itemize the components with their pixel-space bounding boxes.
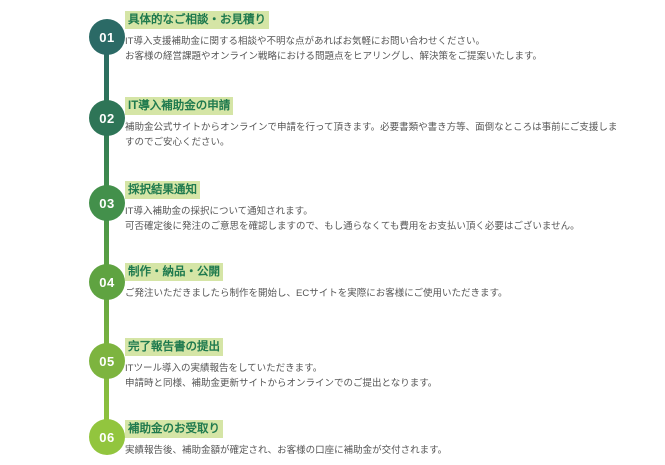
step-circle-02: 02 xyxy=(89,100,125,136)
description-line: 可否確定後に発注のご意思を確認しますので、もし通らなくても費用をお支払い頂く必要… xyxy=(125,221,580,233)
step-title: 具体的なご相談・お見積り xyxy=(125,11,269,30)
step-content-06: 補助金のお受取り 実績報告後、補助金額が確定され、お客様の口座に補助金が交付され… xyxy=(125,419,623,458)
description-line: ITツール導入の実績報告をしていただきます。 xyxy=(125,363,323,375)
step-circle-05: 05 xyxy=(89,343,125,379)
step-number: 01 xyxy=(99,29,115,45)
step-description: 実績報告後、補助金額が確定され、お客様の口座に補助金が交付されます。 xyxy=(125,443,623,458)
step-title: 採択結果通知 xyxy=(125,181,200,200)
description-line: IT導入補助金の採択について通知されます。 xyxy=(125,206,313,218)
step-description: ご発注いただきましたら制作を開始し、ECサイトを実際にお客様にご使用いただきます… xyxy=(125,286,623,301)
description-line: 実績報告後、補助金額が確定され、お客様の口座に補助金が交付されます。 xyxy=(125,445,448,457)
step-title: IT導入補助金の申請 xyxy=(125,97,234,116)
step-description: IT導入補助金の採択について通知されます。 可否確定後に発注のご意思を確認します… xyxy=(125,204,623,234)
description-line: 補助金公式サイトからオンラインで申請を行って頂きます。必要書類や書き方等、面倒な… xyxy=(125,122,618,149)
step-number: 05 xyxy=(99,353,115,369)
step-title: 完了報告書の提出 xyxy=(125,338,223,357)
timeline-connector-line xyxy=(104,37,109,437)
step-content-05: 完了報告書の提出 ITツール導入の実績報告をしていただきます。 申請時と同様、補… xyxy=(125,337,623,391)
step-number: 02 xyxy=(99,110,115,126)
step-content-01: 具体的なご相談・お見積り IT導入支援補助金に関する相談や不明な点があればお気軽… xyxy=(125,10,623,64)
step-description: ITツール導入の実績報告をしていただきます。 申請時と同様、補助金更新サイトから… xyxy=(125,361,623,391)
step-circle-01: 01 xyxy=(89,19,125,55)
step-content-03: 採択結果通知 IT導入補助金の採択について通知されます。 可否確定後に発注のご意… xyxy=(125,180,623,234)
description-line: IT導入支援補助金に関する相談や不明な点があればお気軽にお問い合わせください。 xyxy=(125,36,485,48)
step-description: IT導入支援補助金に関する相談や不明な点があればお気軽にお問い合わせください。 … xyxy=(125,34,623,64)
description-line: 申請時と同様、補助金更新サイトからオンラインでのご提出となります。 xyxy=(125,378,438,390)
description-line: ご発注いただきましたら制作を開始し、ECサイトを実際にお客様にご使用いただきます… xyxy=(125,288,508,300)
step-circle-04: 04 xyxy=(89,264,125,300)
step-title: 補助金のお受取り xyxy=(125,420,223,439)
step-content-02: IT導入補助金の申請 補助金公式サイトからオンラインで申請を行って頂きます。必要… xyxy=(125,96,623,150)
step-description: 補助金公式サイトからオンラインで申請を行って頂きます。必要書類や書き方等、面倒な… xyxy=(125,120,623,150)
step-number: 04 xyxy=(99,274,115,290)
step-number: 03 xyxy=(99,195,115,211)
step-content-04: 制作・納品・公開 ご発注いただきましたら制作を開始し、ECサイトを実際にお客様に… xyxy=(125,262,623,301)
step-circle-03: 03 xyxy=(89,185,125,221)
description-line: お客様の経営課題やオンライン戦略における問題点をヒアリングし、解決策をご提案いた… xyxy=(125,51,543,63)
step-number: 06 xyxy=(99,429,115,445)
step-circle-06: 06 xyxy=(89,419,125,455)
step-title: 制作・納品・公開 xyxy=(125,263,223,282)
